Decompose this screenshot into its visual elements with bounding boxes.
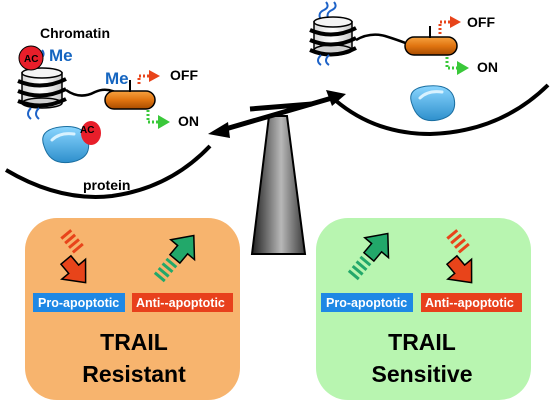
off-right-label: OFF <box>467 14 495 30</box>
sensitive-title-line1: TRAIL <box>388 329 456 355</box>
anti-apoptotic-label-sensitive: Anti--apoptotic <box>425 296 514 310</box>
acetyl-mark-protein-icon: AC <box>80 121 101 145</box>
off-arrow-right-icon <box>438 16 461 34</box>
acetyl-mark-histone-icon: AC <box>18 45 44 71</box>
off-arrow-left-icon <box>137 70 160 84</box>
me-factor-label: Me <box>105 69 129 88</box>
chromatin-label: Chromatin <box>40 25 110 41</box>
pro-apoptotic-label-resistant: Pro-apoptotic <box>38 296 119 310</box>
histone-right-icon <box>309 1 357 66</box>
transcription-factor-right-icon <box>404 26 458 56</box>
sensitive-title-line2: Sensitive <box>372 361 473 387</box>
pro-apoptotic-label-sensitive: Pro-apoptotic <box>326 296 407 310</box>
anti-apoptotic-tag-sensitive <box>421 293 522 312</box>
anti-apoptotic-up-arrow-icon <box>153 234 196 283</box>
on-arrow-right-icon <box>445 57 469 75</box>
off-left-label: OFF <box>170 67 198 83</box>
ac-protein-label: AC <box>80 125 94 136</box>
pro-apoptotic-tag-resistant <box>33 293 125 312</box>
balance-beam-icon <box>208 90 346 138</box>
protein-label: protein <box>83 177 130 193</box>
resistant-title-line1: TRAIL <box>100 329 168 355</box>
transcription-factor-left-icon <box>104 80 156 110</box>
anti-apoptotic-label-resistant: Anti--apoptotic <box>136 296 225 310</box>
balance-fulcrum-icon <box>250 115 307 255</box>
dna-strand-right <box>355 33 409 46</box>
balance-pan-left <box>4 144 212 199</box>
pro-apoptotic-up-arrow-icon <box>347 232 390 281</box>
balance-pan-right <box>333 83 550 137</box>
trail-resistant-box: Pro-apoptotic Anti--apoptotic TRAIL Resi… <box>25 218 240 400</box>
ac-histone-label: AC <box>24 54 38 65</box>
on-left-label: ON <box>178 113 199 129</box>
protein-right-icon <box>410 85 456 122</box>
anti-apoptotic-down-arrow-icon <box>445 229 473 284</box>
histone-left-icon <box>17 49 67 120</box>
anti-apoptotic-tag-resistant <box>132 293 233 312</box>
pro-apoptotic-tag-sensitive <box>321 293 413 312</box>
me-histone-label: Me <box>49 46 73 65</box>
on-right-label: ON <box>477 59 498 75</box>
trail-sensitive-box: Pro-apoptotic Anti--apoptotic TRAIL Sens… <box>316 218 531 400</box>
on-arrow-left-icon <box>146 110 170 129</box>
pro-apoptotic-down-arrow-icon <box>59 229 87 284</box>
resistant-title-line2: Resistant <box>82 361 186 387</box>
